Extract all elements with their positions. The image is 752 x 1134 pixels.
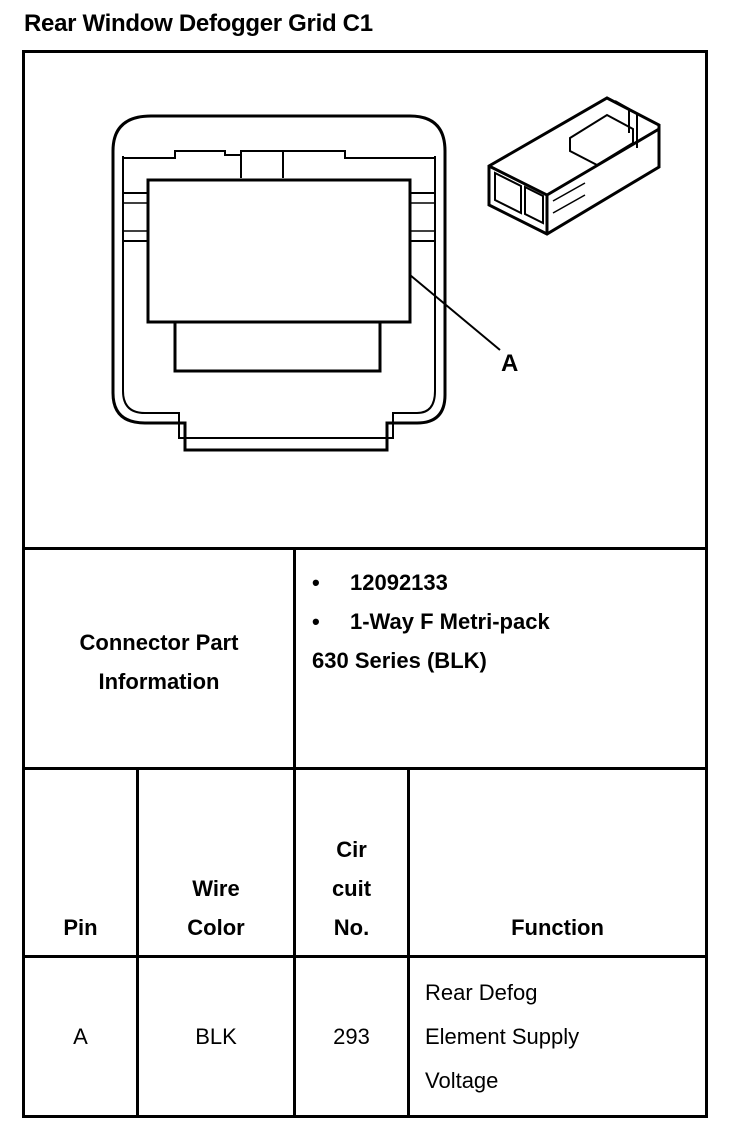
cell-function-line1: Rear Defog bbox=[425, 979, 538, 1005]
connector-diagram: A bbox=[111, 96, 661, 452]
header-circuit-no: Cir cuit No. bbox=[296, 770, 407, 955]
cell-wire-color: BLK bbox=[195, 1024, 237, 1049]
connector-info-label: Connector Part Information bbox=[25, 547, 293, 767]
header-circuit-line2: cuit bbox=[331, 876, 372, 901]
header-circuit-line3: No. bbox=[333, 915, 370, 940]
part-info-item: • 1-Way F Metri-pack bbox=[296, 602, 705, 641]
header-circuit-line1: Cir bbox=[336, 837, 367, 862]
page-title: Rear Window Defogger Grid C1 bbox=[24, 10, 373, 37]
header-pin-label: Pin bbox=[63, 915, 98, 940]
header-wire-color-line2: Color bbox=[187, 915, 245, 940]
table-row-pin: A bbox=[25, 958, 136, 1115]
table-row-wire-color: BLK bbox=[139, 958, 293, 1115]
connector-table: A Connector Part Information • 12092133 … bbox=[22, 50, 708, 1118]
header-pin: Pin bbox=[25, 770, 136, 955]
bullet-icon: • bbox=[312, 609, 320, 634]
cell-circuit-no: 293 bbox=[333, 1024, 370, 1049]
connector-series: 630 Series (BLK) bbox=[312, 648, 487, 673]
callout-label-a: A bbox=[501, 350, 518, 377]
connector-type: 1-Way F Metri-pack bbox=[350, 609, 550, 634]
connector-info-label-line2: Information bbox=[98, 669, 220, 694]
part-number: 12092133 bbox=[350, 570, 448, 595]
connector-face-view bbox=[111, 114, 447, 452]
connector-isometric-view bbox=[487, 96, 661, 236]
part-info-list: • 12092133 • 1-Way F Metri-pack bbox=[296, 563, 705, 641]
header-wire-color: Wire Color bbox=[139, 770, 293, 955]
connector-info-value: • 12092133 • 1-Way F Metri-pack 630 Seri… bbox=[296, 563, 705, 680]
bullet-icon: • bbox=[312, 570, 320, 595]
callout-leader bbox=[409, 274, 501, 351]
header-wire-color-line1: Wire bbox=[192, 876, 240, 901]
connector-info-label-line1: Connector Part bbox=[79, 630, 239, 655]
part-info-item: • 12092133 bbox=[296, 563, 705, 602]
cell-function-line3: Voltage bbox=[425, 1067, 499, 1093]
header-function-label: Function bbox=[511, 915, 604, 940]
cell-pin: A bbox=[73, 1024, 88, 1049]
header-function: Function bbox=[410, 770, 705, 955]
table-row-circuit: 293 bbox=[296, 958, 407, 1115]
cell-function-line2: Element Supply bbox=[425, 1023, 580, 1049]
table-row-function: Rear Defog Element Supply Voltage bbox=[425, 958, 705, 1115]
